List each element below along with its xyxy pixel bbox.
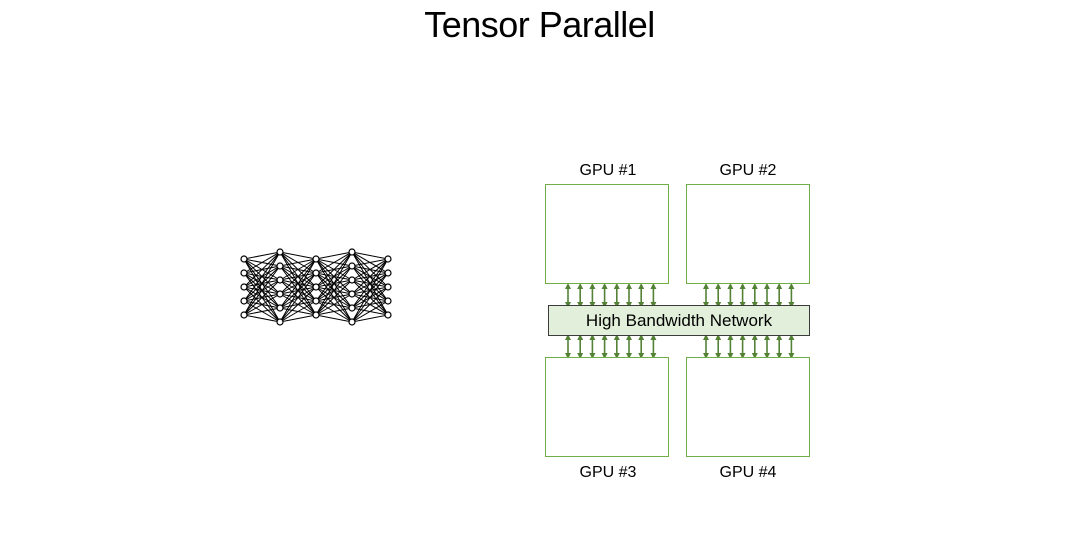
- nn-node: [240, 297, 248, 305]
- gpu-1-label: GPU #1: [579, 162, 637, 179]
- nn-connection: [351, 258, 389, 281]
- nn-node: [312, 297, 320, 305]
- nn-node: [312, 311, 320, 319]
- nn-connection: [279, 258, 317, 309]
- nn-connection: [315, 251, 353, 274]
- nn-node: [276, 276, 284, 284]
- nn-node: [240, 255, 248, 263]
- nn-node: [384, 269, 392, 277]
- nn-node: [312, 283, 320, 291]
- nn-node: [348, 318, 356, 326]
- nn-node: [276, 304, 284, 312]
- network-links: [565, 283, 795, 359]
- nn-connection: [243, 251, 281, 302]
- gpu-2-box: [686, 184, 810, 284]
- nn-connection: [243, 314, 281, 323]
- nn-node: [276, 290, 284, 298]
- nn-connection: [279, 286, 317, 323]
- nn-node: [276, 262, 284, 270]
- gpu-1-box: [545, 184, 669, 284]
- nn-connection: [351, 272, 389, 323]
- nn-node: [348, 290, 356, 298]
- nn-connection: [315, 251, 353, 316]
- nn-connection: [315, 251, 353, 260]
- nn-connection: [351, 251, 389, 260]
- gpu-4-label: GPU #4: [719, 464, 777, 481]
- nn-node: [384, 283, 392, 291]
- nn-connection: [351, 286, 389, 323]
- nn-connection: [351, 258, 389, 267]
- nn-connection: [243, 307, 281, 316]
- nn-connection: [243, 251, 281, 288]
- nn-connection: [243, 251, 281, 260]
- nn-node: [240, 311, 248, 319]
- nn-node: [348, 248, 356, 256]
- nn-node: [240, 269, 248, 277]
- nn-connection: [279, 314, 317, 323]
- nn-connection: [279, 258, 317, 295]
- nn-node: [348, 304, 356, 312]
- nn-node: [276, 248, 284, 256]
- nn-node: [384, 311, 392, 319]
- nn-connection: [279, 258, 317, 267]
- nn-connection: [351, 258, 389, 309]
- nn-connection: [351, 300, 389, 323]
- nn-connection: [315, 307, 353, 316]
- nn-connection: [243, 251, 281, 316]
- gpu-4-box: [686, 357, 810, 457]
- network-label: High Bandwidth Network: [585, 310, 773, 330]
- nn-connection: [279, 272, 317, 323]
- nn-connection: [315, 251, 353, 302]
- nn-node: [240, 283, 248, 291]
- page-title: Tensor Parallel: [424, 4, 655, 45]
- nn-connection: [279, 258, 317, 281]
- nn-connection: [243, 293, 281, 316]
- nn-connection: [315, 314, 353, 323]
- nn-node: [384, 255, 392, 263]
- gpu-3-box: [545, 357, 669, 457]
- nn-node: [384, 297, 392, 305]
- nn-node: [312, 269, 320, 277]
- nn-node: [348, 262, 356, 270]
- gpu-3-label: GPU #3: [579, 464, 637, 481]
- nn-connection: [243, 251, 281, 274]
- nn-connection: [243, 279, 281, 316]
- high-bandwidth-network: High Bandwidth Network: [548, 305, 810, 336]
- nn-connection: [351, 258, 389, 323]
- nn-connection: [315, 251, 353, 288]
- nn-connection: [351, 258, 389, 295]
- nn-connection: [243, 265, 281, 316]
- gpu-2-label: GPU #2: [719, 162, 777, 179]
- nn-connection: [279, 258, 317, 323]
- nn-connection: [315, 293, 353, 316]
- nn-node: [276, 318, 284, 326]
- nn-connection: [351, 314, 389, 323]
- neural-network-icon: [240, 248, 392, 326]
- nn-connection: [279, 251, 317, 260]
- nn-connection: [279, 300, 317, 323]
- nn-connection: [315, 265, 353, 316]
- nn-node: [348, 276, 356, 284]
- nn-node: [312, 255, 320, 263]
- nn-connection: [315, 279, 353, 316]
